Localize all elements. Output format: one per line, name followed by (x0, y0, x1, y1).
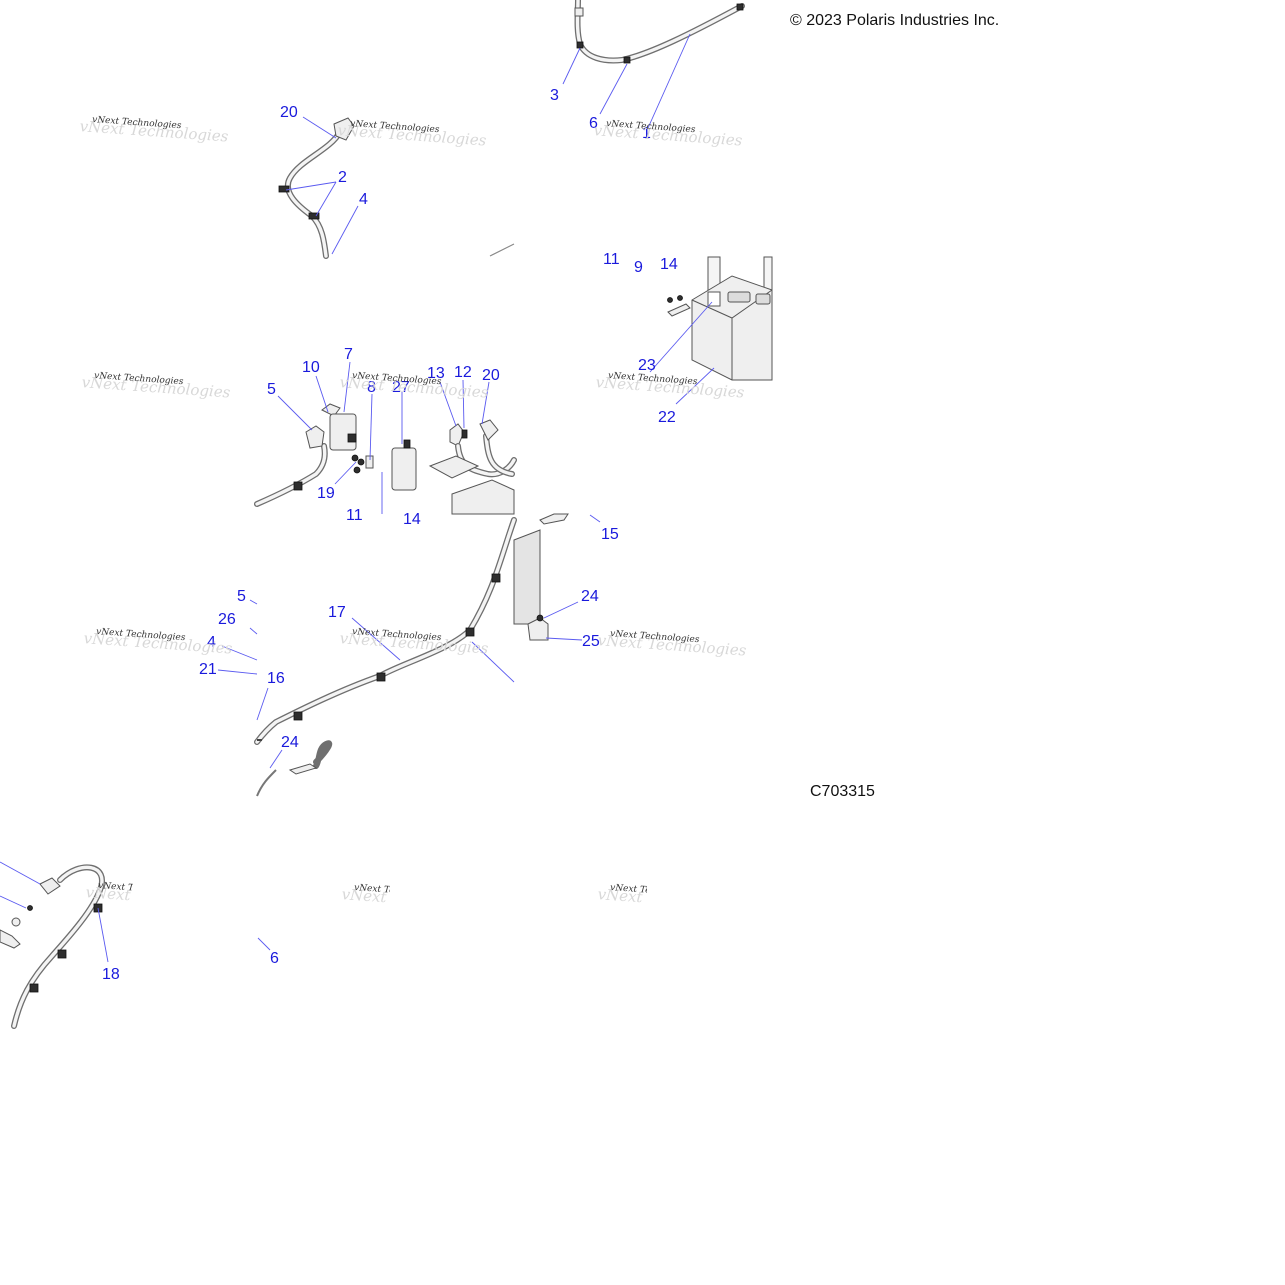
fuse-holder (391, 447, 417, 491)
callout-label: 24 (581, 588, 599, 605)
callout-label: 6 (589, 115, 598, 132)
callout-label: 20 (482, 367, 500, 384)
callout-label: 25 (582, 633, 600, 650)
hose-clip (576, 41, 584, 49)
callout-label: 18 (102, 966, 120, 983)
callout-label: 15 (601, 526, 619, 543)
callout-label: 2 (338, 169, 347, 186)
callout-label: 6 (270, 950, 279, 967)
callout-label: 4 (359, 191, 368, 208)
battery-cover (428, 455, 480, 479)
battery-box (513, 529, 541, 625)
callout-label: 14 (660, 256, 678, 273)
callout-label: 8 (367, 379, 376, 396)
figure-code: C703315 (810, 783, 875, 800)
watermark: vNext Technologies vNext Technologies (593, 119, 743, 150)
main-hose-assembly (254, 513, 569, 797)
lower-hose-assembly (0, 864, 105, 1029)
callout-label: 24 (281, 734, 299, 751)
callout-label: 10 (302, 359, 320, 376)
hose-elbow (333, 117, 355, 141)
callout-label: 19 (317, 485, 335, 502)
callout-label: 21 (199, 661, 217, 678)
battery-assembly (667, 256, 773, 381)
copyright-notice: © 2023 Polaris Industries Inc. (790, 12, 1000, 29)
fuse (365, 455, 374, 469)
hold-down-bracket (667, 303, 691, 317)
callout-label: 20 (280, 104, 298, 121)
callout-label: 23 (638, 357, 656, 374)
relay-box (329, 413, 357, 451)
watermark: vNext Technologies vNext Technologies (337, 119, 487, 150)
watermark: vNext Technologies vNext Technologies (79, 115, 229, 146)
upper-hose-assembly (574, 0, 745, 64)
callout-label: 1 (642, 125, 651, 142)
watermark: vNext Technologies vNext Technologies (341, 883, 390, 914)
callout-label: 26 (218, 611, 236, 628)
callout-label: 7 (344, 346, 353, 363)
hose-clip (308, 212, 320, 220)
terminal-cover (305, 425, 325, 449)
callout-label: 4 (207, 634, 216, 651)
callout-label: 11 (346, 507, 363, 524)
callout-label: 9 (634, 259, 643, 276)
hose-clip (278, 185, 290, 193)
callout-label: 12 (454, 364, 472, 381)
watermark: vNext Technologies vNext Technologies (597, 883, 647, 914)
vent-hose-assembly (278, 117, 515, 259)
callout-label: 17 (328, 604, 346, 621)
callout-label: 22 (658, 409, 676, 426)
callout-label: 13 (427, 365, 445, 382)
watermark: vNext Technologies vNext Technologies (85, 881, 133, 912)
watermark: vNext Technologies vNext Technologies (83, 627, 233, 658)
watermark: vNext Technologies vNext Technologies (81, 371, 231, 402)
callout-label: 5 (237, 588, 246, 605)
hose-clip (623, 56, 631, 64)
callout-label: 14 (403, 511, 421, 528)
callout-label: 27 (392, 379, 410, 396)
fuse-box-assembly (254, 403, 517, 515)
callout-label: 16 (267, 670, 285, 687)
callout-label: 11 (603, 251, 620, 268)
callout-label: 3 (550, 87, 559, 104)
callout-label: 5 (267, 381, 276, 398)
watermark: vNext Technologies vNext Technologies (597, 629, 747, 660)
hose-clip (736, 3, 744, 11)
